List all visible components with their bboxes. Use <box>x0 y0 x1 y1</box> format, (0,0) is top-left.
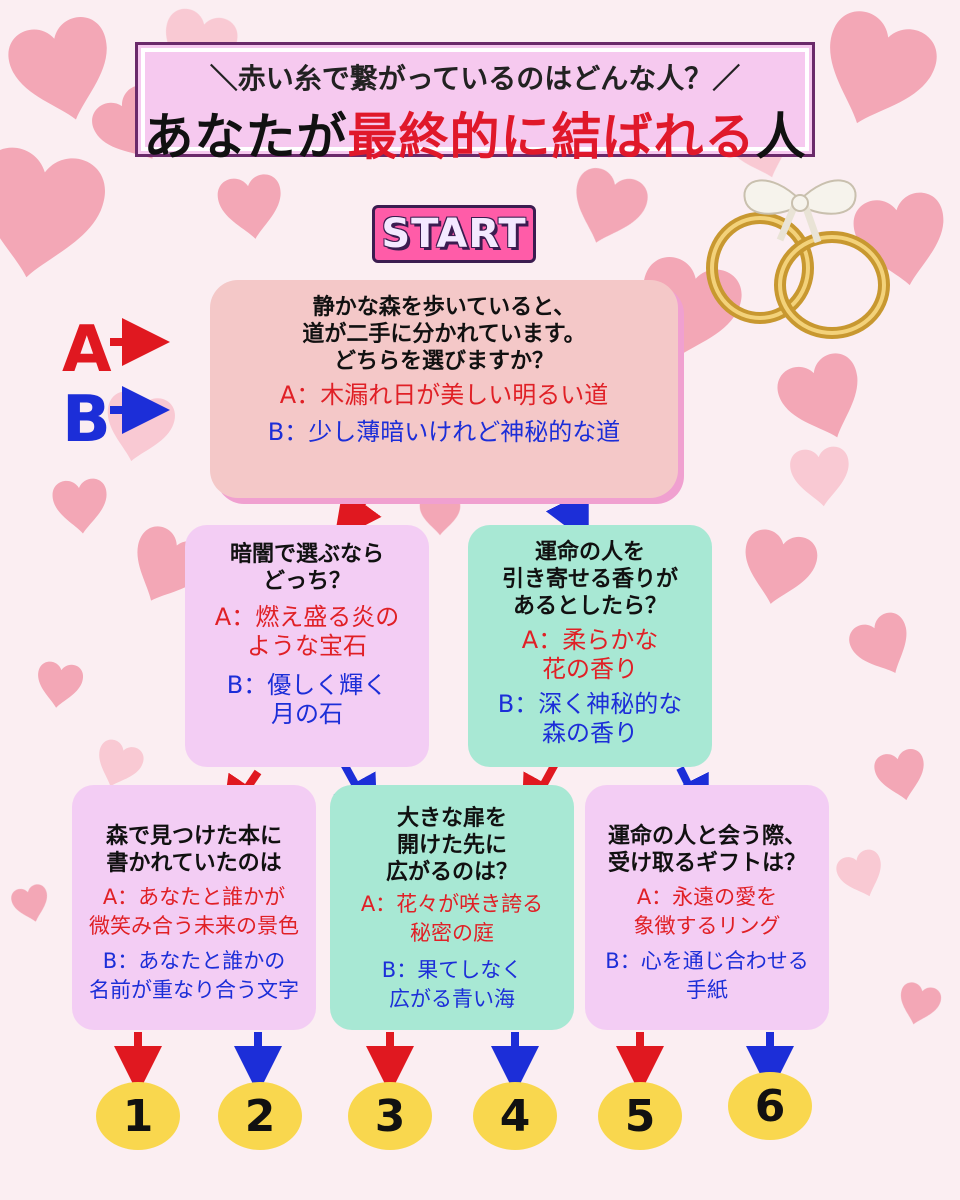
option-line: 月の石 <box>271 700 343 728</box>
question-6-line: 受け取るギフトは？ <box>607 851 806 876</box>
title-prefix: あなたが <box>143 108 348 166</box>
question-6-option-a[interactable]: A：永遠の愛を 象徴するリング <box>585 883 829 941</box>
title-suffix: 人 <box>755 108 807 166</box>
question-6-box: 運命の人と会う際、 受け取るギフトは？ A：永遠の愛を 象徴するリング B：心を… <box>585 785 829 1030</box>
question-5-line: 開けた先に <box>396 833 507 858</box>
result-2-badge[interactable]: 2 <box>218 1082 302 1150</box>
option-line: B：深く神秘的な <box>497 690 683 718</box>
start-label: START <box>381 211 527 257</box>
option-line: B：あなたと誰かの <box>102 949 286 973</box>
result-6-badge[interactable]: 6 <box>728 1072 812 1140</box>
option-line: A：柔らかな <box>521 626 659 654</box>
option-line: A：燃え盛る炎の <box>214 603 400 631</box>
option-line: 象徴するリング <box>633 914 781 938</box>
question-2-option-b[interactable]: B：優しく輝く 月の石 <box>185 671 429 729</box>
option-line: A：あなたと誰かが <box>102 885 286 909</box>
option-line: B：果てしなく <box>381 958 523 982</box>
option-line: 広がる青い海 <box>389 987 515 1011</box>
option-line: 手紙 <box>686 978 728 1002</box>
option-line: 森の香り <box>542 719 638 747</box>
option-line: ような宝石 <box>247 632 367 660</box>
question-2-option-a[interactable]: A：燃え盛る炎の ような宝石 <box>185 603 429 661</box>
question-2-line: 暗闇で選ぶなら <box>229 542 384 567</box>
option-line: 花の香り <box>542 655 638 683</box>
question-6-text: 運命の人と会う際、 受け取るギフトは？ <box>585 785 829 877</box>
question-3-line: あるとしたら？ <box>512 594 667 619</box>
question-4-option-b[interactable]: B：あなたと誰かの 名前が重なり合う文字 <box>72 947 316 1005</box>
question-2-text: 暗闇で選ぶなら どっち？ <box>185 525 429 595</box>
question-3-line: 運命の人を <box>534 540 645 565</box>
question-5-line: 広がるのは？ <box>385 860 518 885</box>
result-5-badge[interactable]: 5 <box>598 1082 682 1150</box>
wedding-rings-icon <box>706 179 890 339</box>
question-2-line: どっち？ <box>262 569 351 594</box>
legend-a: A <box>62 318 112 382</box>
question-4-text: 森で見つけた本に 書かれていたのは <box>72 785 316 877</box>
result-4-badge[interactable]: 4 <box>473 1082 557 1150</box>
question-6-line: 運命の人と会う際、 <box>607 824 806 849</box>
subtitle: ＼赤い糸で繋がっているのはどんな人？／ <box>209 62 741 95</box>
option-line: A：永遠の愛を <box>636 885 778 909</box>
title-highlight: 最終的に結ばれる <box>347 108 756 166</box>
question-3-box: 運命の人を 引き寄せる香りが あるとしたら？ A：柔らかな 花の香り B：深く神… <box>468 525 712 767</box>
option-line: A：花々が咲き誇る <box>360 892 544 916</box>
start-badge: START <box>372 205 536 263</box>
question-5-option-b[interactable]: B：果てしなく 広がる青い海 <box>330 956 574 1014</box>
question-1-box: 静かな森を歩いていると、 道が二手に分かれています。 どちらを選びますか？ A：… <box>210 280 678 498</box>
question-2-box: 暗闇で選ぶなら どっち？ A：燃え盛る炎の ような宝石 B：優しく輝く 月の石 <box>185 525 429 767</box>
legend-b-label: B <box>62 383 111 457</box>
question-4-line: 森で見つけた本に <box>105 824 282 849</box>
result-3-badge[interactable]: 3 <box>348 1082 432 1150</box>
legend-b: B <box>62 388 111 452</box>
legend-a-label: A <box>62 313 112 387</box>
question-5-line: 大きな扉を <box>396 806 507 831</box>
title-banner: ＼赤い糸で繋がっているのはどんな人？／ あなたが最終的に結ばれる人 <box>135 42 815 166</box>
question-1-option-b[interactable]: B：少し薄暗いけれど神秘的な道 <box>267 418 621 446</box>
question-6-option-b[interactable]: B：心を通じ合わせる 手紙 <box>585 947 829 1005</box>
question-1-option-a[interactable]: A：木漏れ日が美しい明るい道 <box>279 381 609 409</box>
question-5-option-a[interactable]: A：花々が咲き誇る 秘密の庭 <box>330 890 574 948</box>
question-1-line: 静かな森を歩いていると、 <box>312 295 576 320</box>
question-3-text: 運命の人を 引き寄せる香りが あるとしたら？ <box>468 525 712 620</box>
question-4-option-a[interactable]: A：あなたと誰かが 微笑み合う未来の景色 <box>72 883 316 941</box>
question-3-option-a[interactable]: A：柔らかな 花の香り <box>468 626 712 684</box>
question-4-line: 書かれていたのは <box>106 851 282 876</box>
option-line: B：心を通じ合わせる <box>605 949 809 973</box>
question-5-box: 大きな扉を 開けた先に 広がるのは？ A：花々が咲き誇る 秘密の庭 B：果てしな… <box>330 785 574 1030</box>
option-line: 微笑み合う未来の景色 <box>89 914 299 938</box>
question-5-text: 大きな扉を 開けた先に 広がるのは？ <box>330 785 574 886</box>
result-1-badge[interactable]: 1 <box>96 1082 180 1150</box>
option-line: B：優しく輝く <box>226 671 388 699</box>
question-4-box: 森で見つけた本に 書かれていたのは A：あなたと誰かが 微笑み合う未来の景色 B… <box>72 785 316 1030</box>
question-1-line: どちらを選びますか？ <box>333 349 554 374</box>
question-3-line: 引き寄せる香りが <box>501 567 678 592</box>
page-title: あなたが最終的に結ばれる人 <box>138 97 812 169</box>
question-1-text: 静かな森を歩いていると、 道が二手に分かれています。 どちらを選びますか？ <box>210 280 678 375</box>
question-3-option-b[interactable]: B：深く神秘的な 森の香り <box>468 690 712 748</box>
question-1-line: 道が二手に分かれています。 <box>302 322 586 347</box>
option-line: 名前が重なり合う文字 <box>89 978 299 1002</box>
option-line: 秘密の庭 <box>410 921 494 945</box>
